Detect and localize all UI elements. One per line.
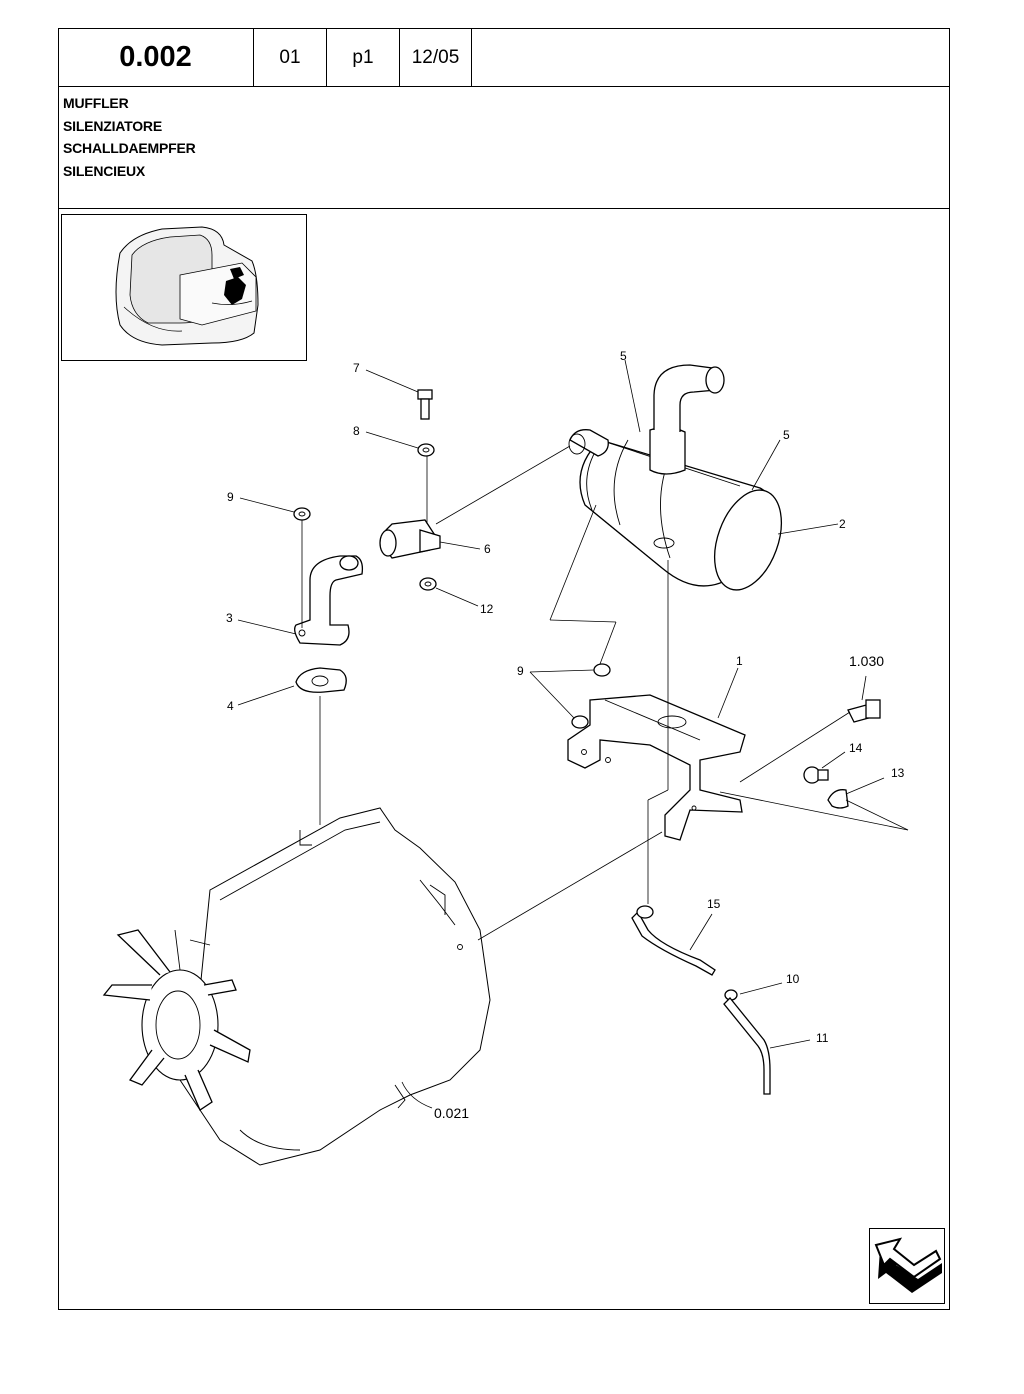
machine-overview-icon — [61, 214, 307, 361]
leader-lines — [237, 359, 909, 1109]
header-divider — [58, 86, 950, 87]
bolt-7 — [417, 389, 433, 420]
pipe-11 — [723, 997, 771, 1095]
callout-9-left: 9 — [227, 490, 234, 504]
header-col-1: 01 — [254, 28, 327, 87]
callout-11: 11 — [816, 1031, 829, 1045]
callout-15: 15 — [707, 897, 721, 911]
gasket — [295, 667, 347, 693]
callout-5-top: 5 — [620, 349, 627, 363]
callout-4: 4 — [227, 699, 234, 713]
next-page-arrow-icon[interactable] — [869, 1228, 945, 1304]
callout-ref-1030: 1.030 — [849, 653, 884, 669]
callout-9-bracket: 9 — [517, 664, 524, 678]
muffler-bracket — [567, 694, 746, 841]
header-col-2: p1 — [327, 28, 400, 87]
section-code: 0.002 — [58, 28, 254, 87]
callout-7: 7 — [353, 361, 360, 375]
nut-12 — [419, 577, 437, 591]
title-de: SCHALLDAEMPFER — [63, 140, 196, 156]
callout-8: 8 — [353, 424, 360, 438]
callout-13: 13 — [891, 766, 905, 780]
section-titles: MUFFLER SILENZIATORE SCHALLDAEMPFER SILE… — [63, 92, 196, 182]
callout-6: 6 — [484, 542, 491, 556]
muffler-body — [568, 364, 782, 591]
title-en: MUFFLER — [63, 95, 129, 111]
engine-outline — [102, 807, 491, 1166]
callout-14: 14 — [849, 741, 863, 755]
screw-14 — [803, 766, 829, 784]
title-divider — [58, 208, 950, 209]
header-bar: 0.002 01 p1 12/05 — [58, 28, 472, 87]
callout-1: 1 — [736, 654, 743, 668]
callout-12: 12 — [480, 602, 494, 616]
callout-3: 3 — [226, 611, 233, 625]
exhaust-elbow — [294, 555, 364, 646]
nut-9-top — [293, 507, 311, 521]
clamp — [379, 519, 441, 559]
screw-1030 — [847, 699, 881, 723]
title-it: SILENZIATORE — [63, 117, 162, 134]
header-col-3: 12/05 — [400, 28, 472, 87]
clamp-13 — [827, 789, 849, 809]
callout-2: 2 — [839, 517, 846, 531]
nut-8 — [417, 443, 435, 457]
nut-9-b — [571, 715, 589, 729]
page-frame — [58, 28, 950, 1310]
callout-10: 10 — [786, 972, 800, 986]
callout-5-right: 5 — [783, 428, 790, 442]
pipe-15 — [631, 905, 716, 976]
title-fr: SILENCIEUX — [63, 162, 146, 179]
nut-9-a — [593, 663, 611, 677]
callout-ref-0021: 0.021 — [434, 1105, 469, 1121]
